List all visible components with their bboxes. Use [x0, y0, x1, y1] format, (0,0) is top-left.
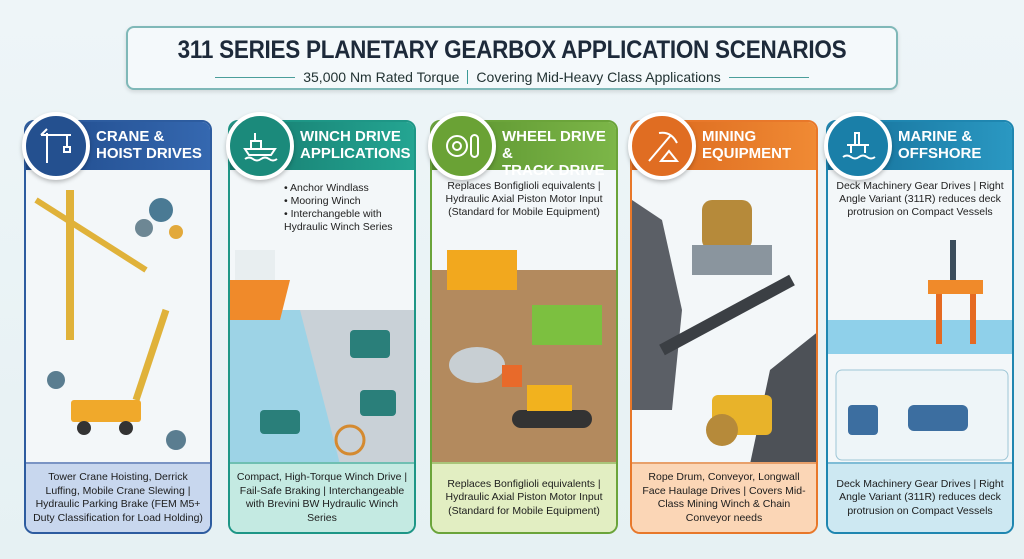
gear-icon	[135, 219, 153, 237]
footer-text: Replaces Bonfiglioli equivalents | Hydra…	[445, 477, 603, 517]
footer-text: Tower Crane Hoisting, Derrick Luffing, M…	[33, 471, 203, 524]
panel-title-line1: MARINE &	[898, 128, 973, 145]
crawler-track	[512, 410, 592, 428]
winch-bullet-list: Anchor Windlass Mooring Winch Interchang…	[284, 182, 406, 234]
panel-wheel-track-drive: WHEEL DRIVE &TRACK DRIVE Replaces Bonfig…	[430, 120, 618, 534]
subtitle-row: 35,000 Nm Rated Torque Covering Mid-Heav…	[128, 69, 896, 85]
winch-illustration	[230, 250, 414, 464]
dump-truck	[447, 250, 517, 290]
bullet-item: Anchor Windlass	[284, 182, 406, 195]
gear-icon	[149, 198, 173, 222]
conveyor-belt	[659, 274, 795, 356]
divider-line	[215, 76, 296, 78]
panel-title-line1: CRANE &	[96, 128, 165, 145]
ship-hull	[230, 280, 290, 320]
divider	[467, 70, 469, 84]
cement-mixer	[449, 347, 505, 383]
panel-marine-offshore: MARINE &OFFSHORE Deck Machinery Gear Dri…	[826, 120, 1014, 534]
mobile-crane	[71, 400, 141, 422]
marine-illustration	[828, 240, 1012, 461]
subtitle-torque: 35,000 Nm Rated Torque	[303, 69, 460, 85]
dump-truck	[532, 305, 602, 345]
ship-winch-icon	[226, 112, 294, 180]
panel-title-line1: WHEEL DRIVE &	[502, 128, 606, 162]
right-angle-gearbox	[848, 405, 878, 435]
panel-footer: Tower Crane Hoisting, Derrick Luffing, M…	[26, 462, 210, 532]
footer-text: Rope Drum, Conveyor, Longwall Face Haula…	[642, 471, 806, 524]
panel-footer: Replaces Bonfiglioli equivalents | Hydra…	[432, 462, 616, 532]
panel-title-line2: TRACK DRIVE	[502, 162, 605, 179]
gear-icon	[166, 430, 186, 450]
gear-icon	[47, 371, 65, 389]
panel-title-line1: MINING	[702, 128, 757, 145]
ship-cabin	[235, 250, 275, 280]
winch-drum	[260, 410, 300, 434]
panel-footer: Compact, High-Torque Winch Drive | Fail-…	[230, 462, 414, 532]
pickaxe-icon	[628, 112, 696, 180]
page-title: 311 SERIES PLANETARY GEARBOX APPLICATION…	[177, 36, 847, 64]
title-banner: 311 SERIES PLANETARY GEARBOX APPLICATION…	[126, 26, 898, 90]
gear-motor	[908, 405, 968, 431]
panel-title-line2: HOIST DRIVES	[96, 145, 202, 162]
mining-illustration	[632, 200, 816, 464]
mobile-equipment-illustration	[432, 250, 616, 464]
panel-footer: Deck Machinery Gear Drives | Right Angle…	[828, 462, 1012, 532]
gear-icon	[169, 225, 183, 239]
footer-text: Deck Machinery Gear Drives | Right Angle…	[836, 477, 1004, 517]
subtitle-coverage: Covering Mid-Heavy Class Applications	[476, 69, 721, 85]
panel-crane-hoist: CRANE &HOIST DRIVES Tower Crane Hoisting…	[24, 120, 212, 534]
wheel-track-icon	[428, 112, 496, 180]
crane-illustration	[34, 190, 186, 450]
panel-description: Replaces Bonfiglioli equivalents | Hydra…	[445, 180, 603, 218]
sea	[828, 320, 1012, 354]
panel-description: Deck Machinery Gear Drives | Right Angle…	[836, 180, 1004, 218]
panel-title-line2: OFFSHORE	[898, 145, 982, 162]
bullet-item: Interchangeble with Hydraulic Winch Seri…	[284, 208, 406, 234]
bullet-item: Mooring Winch	[284, 195, 406, 208]
panel-title-line1: WINCH DRIVE	[300, 128, 401, 145]
panel-footer: Rope Drum, Conveyor, Longwall Face Haula…	[632, 462, 816, 532]
panel-title-line2: APPLICATIONS	[300, 145, 411, 162]
hose-coil	[334, 424, 366, 456]
divider-line	[728, 76, 809, 78]
rock-wall	[632, 200, 682, 410]
tower-crane-icon	[22, 112, 90, 180]
panel-title-line2: EQUIPMENT	[702, 145, 792, 162]
tower-crane-mast	[66, 190, 74, 340]
rope-drum	[702, 200, 752, 250]
winch-drum	[360, 390, 396, 416]
offshore-platform	[928, 280, 983, 294]
crane-jib	[34, 197, 148, 273]
footer-text: Compact, High-Torque Winch Drive | Fail-…	[236, 471, 408, 524]
derrick-boom	[132, 308, 170, 402]
bulldozer	[527, 385, 572, 411]
offshore-platform-icon	[824, 112, 892, 180]
winch-drum	[350, 330, 390, 358]
